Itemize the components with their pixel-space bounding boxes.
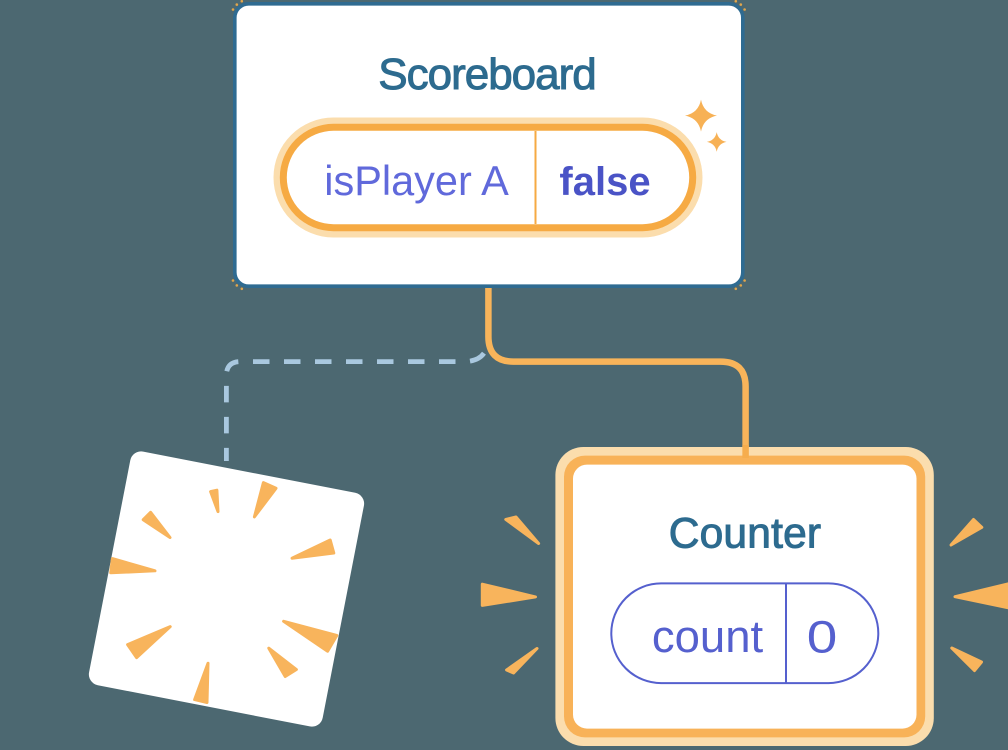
svg-text:false: false [559,160,650,204]
svg-text:Counter: Counter [669,510,822,557]
svg-text:Scoreboard: Scoreboard [378,50,595,99]
svg-text:isPlayer A: isPlayer A [324,157,509,204]
svg-text:0: 0 [807,612,838,662]
svg-text:count: count [652,611,764,662]
